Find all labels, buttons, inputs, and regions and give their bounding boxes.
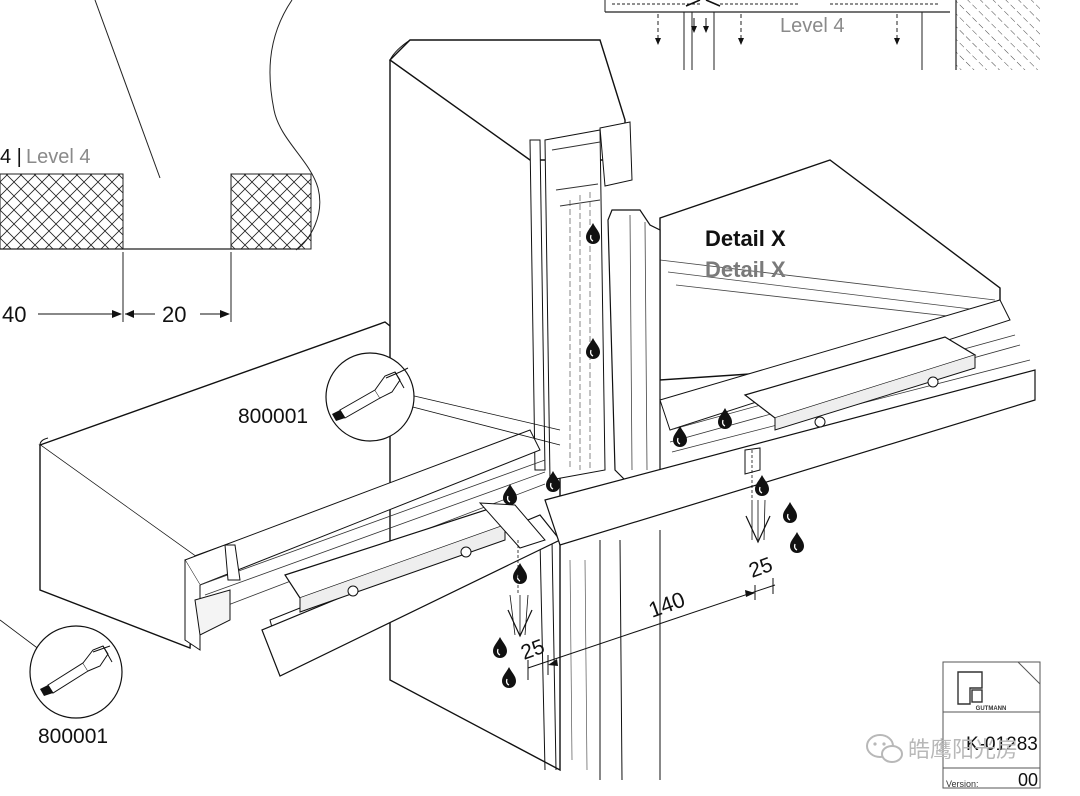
dimension-25-right: 25 (746, 553, 776, 583)
callout-bottom (0, 619, 123, 719)
dimension-140: 140 (645, 587, 688, 623)
drainage-arrows (507, 450, 771, 638)
section-view-top-right (604, 0, 1040, 70)
mullion-profile (529, 121, 661, 781)
dimension-20: 20 (162, 302, 186, 327)
transom-profile-left (184, 429, 561, 677)
level-label-top: Level 4 (780, 15, 845, 37)
watermark-text: 皓鹰阳光房 (908, 737, 1018, 762)
watermark: 皓鹰阳光房 (866, 734, 1018, 763)
title-block-brand: GUTMANN (976, 706, 1007, 712)
dimension-lines (527, 578, 776, 680)
callout-top (325, 352, 561, 446)
dimension-40: 40 (2, 302, 26, 327)
part-number-bottom: 800001 (38, 725, 108, 748)
wechat-icon (866, 734, 903, 763)
title-block (942, 661, 1041, 789)
detail-label: Detail X (705, 226, 786, 251)
detail-label-grey: Detail X (705, 257, 786, 282)
drawing-number: K-01283 (966, 734, 1038, 755)
level-left-prefix: 4 | (0, 146, 22, 168)
transom-profile-right (544, 299, 1036, 546)
part-number-top: 800001 (238, 405, 308, 428)
level-label-left: Level 4 (26, 146, 91, 168)
version-value: 00 (1018, 770, 1038, 790)
version-label: Version: (946, 779, 979, 789)
section-view-top-left (0, 0, 321, 322)
